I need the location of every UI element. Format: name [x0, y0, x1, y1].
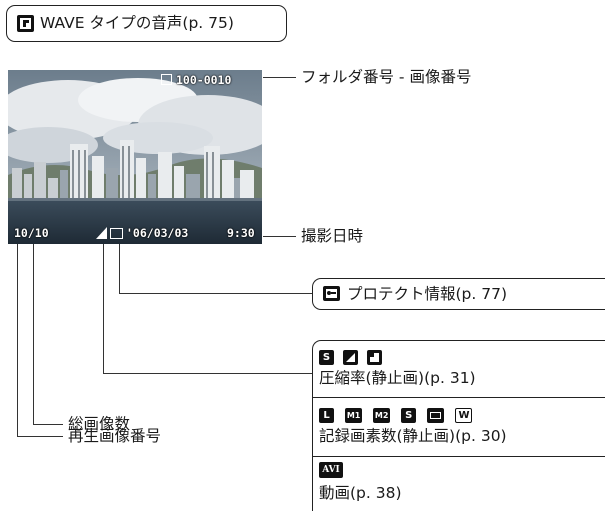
leader-playback-h — [17, 436, 63, 438]
shot-time: 9:30 — [227, 226, 255, 240]
superfine-icon: S — [319, 350, 334, 365]
leader-protect-v — [119, 244, 121, 294]
medium2-icon: M2 — [373, 408, 391, 423]
folder-file-number: 100-0010 — [176, 73, 232, 87]
playback-number-label: 再生画像番号 — [68, 427, 162, 445]
leader-compression-v — [103, 244, 105, 374]
small-icon: S — [401, 408, 417, 423]
widescreen-icon: W — [455, 408, 473, 423]
image-info-callout: S 圧縮率(静止画)(p. 31) L M1 M2 S W 記録画素数(静止画)… — [312, 340, 605, 511]
leader-total-v — [33, 244, 35, 425]
playback-screen: 100-0010 10/10 '06/03/03 9:30 — [8, 70, 262, 244]
protect-key-icon — [323, 286, 340, 301]
leader-folder — [263, 77, 296, 79]
resolution-text: 記録画素数(静止画)(p. 30) — [319, 427, 507, 445]
compression-osd-icon — [96, 227, 107, 239]
protect-callout: プロテクト情報(p. 77) — [312, 278, 605, 310]
leader-protect-h — [119, 293, 312, 295]
medium1-icon: M1 — [345, 408, 363, 423]
total-images-label: 総画像数 — [68, 415, 131, 433]
folder-number-label: フォルダ番号 - 画像番号 — [301, 68, 472, 86]
datetime-label: 撮影日時 — [301, 227, 364, 245]
movie-text: 動画(p. 38) — [319, 484, 402, 502]
avi-movie-icon: AVI — [319, 462, 343, 478]
protect-callout-text: プロテクト情報(p. 77) — [347, 285, 508, 303]
wave-callout: WAVE タイプの音声(p. 75) — [6, 5, 287, 42]
postcard-icon — [427, 408, 445, 423]
compression-divider — [313, 397, 605, 399]
wave-callout-text: WAVE タイプの音声(p. 75) — [40, 14, 234, 32]
resolution-divider — [313, 456, 605, 458]
leader-compression-h — [103, 373, 312, 375]
leader-datetime — [263, 236, 296, 238]
resolution-icons: L M1 M2 S W — [319, 405, 473, 424]
frame-counter: 10/10 — [14, 226, 49, 240]
shot-date: '06/03/03 — [126, 226, 189, 240]
leader-playback-v — [17, 244, 19, 437]
leader-total-h — [33, 424, 63, 426]
voice-memo-icon — [17, 15, 34, 32]
compression-text: 圧縮率(静止画)(p. 31) — [319, 369, 476, 387]
large-icon: L — [319, 408, 334, 423]
compression-icons: S — [319, 347, 383, 366]
normal-icon — [367, 350, 383, 365]
fine-icon — [343, 350, 359, 365]
city-skyline-photo — [8, 70, 262, 244]
protect-osd-icon — [110, 228, 123, 239]
voice-memo-osd-icon — [161, 74, 172, 85]
